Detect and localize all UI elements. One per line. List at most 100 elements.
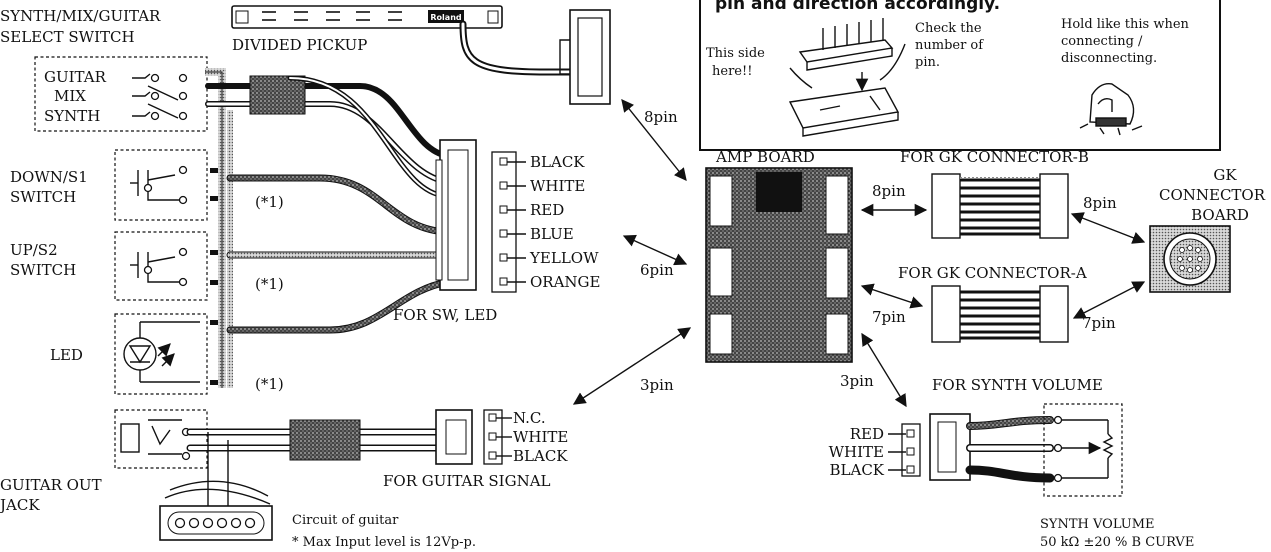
pin-contact (488, 432, 497, 441)
jack-icon (120, 419, 182, 455)
label-led: LED (50, 346, 83, 364)
check-label-3: pin. (915, 55, 940, 70)
callout-heading: pin and direction accordingly. (715, 0, 1000, 14)
gk-b-cable (931, 173, 1069, 239)
this-side-label-2: here!! (712, 64, 752, 79)
synth-volume-box (1043, 403, 1123, 497)
pin-gk-b-to-board: 8pin (1083, 194, 1117, 212)
sw-led-connector (435, 139, 477, 291)
hold-label-1: Hold like this when (1061, 17, 1190, 32)
wire-color-label: WHITE (829, 443, 884, 461)
connector-callout: pin and direction accordingly. This side… (699, 0, 1221, 151)
gk-board-label-2: CONNECTOR (1159, 186, 1266, 204)
wire-color-label: ORANGE (530, 273, 600, 291)
up-switch-box (114, 231, 208, 301)
guitar-signal-cable (164, 419, 444, 508)
for-gk-b-label: FOR GK CONNECTOR-B (900, 148, 1089, 166)
pin-amp-to-synth-volume: 3pin (840, 372, 874, 390)
pin-contact (499, 157, 508, 166)
sw-led-pin-header (491, 151, 517, 293)
max-input-note: * Max Input level is 12Vp-p. (292, 535, 476, 550)
amp-board (705, 167, 853, 363)
label-down-switch-2: SWITCH (10, 188, 76, 206)
note-ref-3: (*1) (255, 375, 284, 393)
wire-color-label: BLACK (530, 153, 585, 171)
pin-gk-a-to-board: 7pin (1082, 314, 1116, 332)
pin-contact (906, 447, 915, 456)
pin-arrows-left: 8pin 6pin 3pin (572, 99, 692, 405)
pin-amp-to-gk-b: 8pin (872, 182, 906, 200)
pickup-connector (559, 9, 611, 105)
label-up-switch-1: UP/S2 (10, 241, 58, 259)
wire-color-label: BLACK (513, 447, 568, 465)
pin-contact (906, 465, 915, 474)
wire-color-label: WHITE (513, 428, 568, 446)
synth-volume-label-2: 50 kΩ ±20 % B CURVE (1040, 535, 1194, 550)
pin-guitar-to-amp: 3pin (640, 376, 674, 394)
pin-contact (499, 205, 508, 214)
wire-color-label: WHITE (530, 177, 585, 195)
select-switch-box (34, 56, 208, 132)
led-box (114, 313, 208, 395)
sw-led-cables (205, 75, 452, 334)
pin-contact (499, 253, 508, 262)
pin-pickup-to-amp: 8pin (644, 108, 678, 126)
for-sw-led-label: FOR SW, LED (393, 306, 497, 324)
pickup-brand: Roland (430, 13, 461, 22)
pin-contact (499, 277, 508, 286)
label-down-switch-1: DOWN/S1 (10, 168, 88, 186)
label-guitar: GUITAR (44, 68, 107, 86)
pin-contact (906, 429, 915, 438)
pin-contact (499, 229, 508, 238)
divided-pickup: Roland (231, 5, 503, 29)
switch-wire-bundle (205, 68, 233, 388)
gk-connector-board (1149, 225, 1231, 293)
pin-contact (499, 181, 508, 190)
divided-pickup-label: DIVIDED PICKUP (232, 36, 367, 54)
wire-color-label: BLUE (530, 225, 574, 243)
wire-color-label: YELLOW (529, 249, 599, 267)
hold-label-3: disconnecting. (1061, 51, 1157, 66)
this-side-label-1: This side (706, 46, 765, 61)
wire-color-label: RED (850, 425, 884, 443)
note-ref-2: (*1) (255, 275, 284, 293)
wire-color-label: N.C. (513, 409, 546, 427)
synth-volume-cables (965, 416, 1055, 483)
guitar-signal-connector (435, 409, 473, 465)
gk-a-cable (931, 285, 1069, 343)
check-label-2: number of (915, 38, 984, 53)
pin-sw-led-to-amp: 6pin (640, 261, 674, 279)
wire-color-label: BLACK (830, 461, 885, 479)
circuit-of-guitar-label: Circuit of guitar (292, 513, 399, 528)
down-switch-box (114, 149, 208, 221)
pin-contact (488, 413, 497, 422)
pin-amp-to-gk-a: 7pin (872, 308, 906, 326)
hand-icon (1079, 83, 1143, 136)
guitar-out-label-1: GUITAR OUT (0, 476, 102, 494)
wire-color-label: RED (530, 201, 564, 219)
guitar-circuit-icon (159, 505, 273, 541)
note-ref-1: (*1) (255, 193, 284, 211)
synth-volume-connector (929, 413, 971, 481)
guitar-out-jack-box (114, 409, 208, 469)
label-up-switch-2: SWITCH (10, 261, 76, 279)
synth-volume-label-1: SYNTH VOLUME (1040, 517, 1155, 532)
guitar-out-label-2: JACK (0, 496, 40, 514)
gk-board-label-3: BOARD (1191, 206, 1249, 224)
select-switch-title-2: SELECT SWITCH (0, 28, 135, 46)
potentiometer-icon (1060, 419, 1114, 479)
amp-board-label: AMP BOARD (715, 148, 815, 166)
check-label-1: Check the (915, 21, 982, 36)
sw-led-pin-list: BLACK WHITE RED BLUE YELLOW ORANGE (499, 153, 600, 291)
pin-arrows-right: 8pin 8pin 7pin 7pin 3pin (840, 182, 1146, 408)
hold-label-2: connecting / (1061, 34, 1143, 49)
for-guitar-signal-label: FOR GUITAR SIGNAL (383, 472, 551, 490)
for-synth-volume-label: FOR SYNTH VOLUME (932, 376, 1103, 394)
led-icon (123, 321, 200, 383)
for-gk-a-label: FOR GK CONNECTOR-A (898, 264, 1087, 282)
gk-board-label-1: GK (1213, 166, 1237, 184)
label-mix: MIX (54, 87, 86, 105)
